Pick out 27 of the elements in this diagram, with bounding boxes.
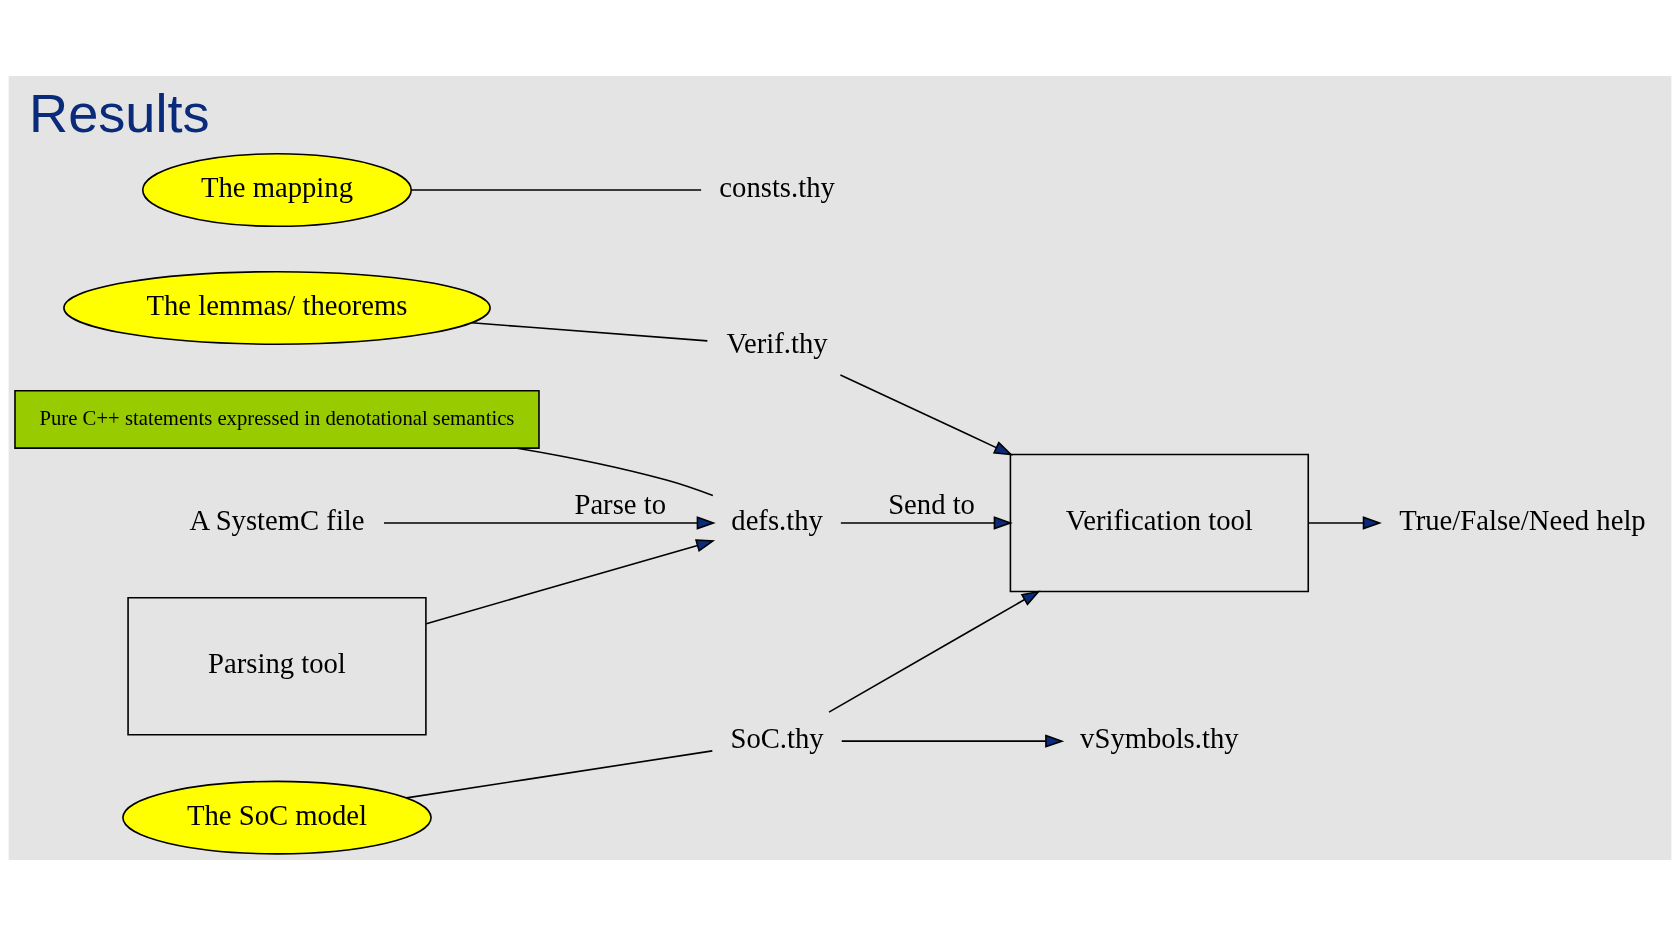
node-text: vSymbols.thy bbox=[1080, 721, 1239, 754]
arrow bbox=[840, 515, 1013, 530]
node-box: Parsing tool bbox=[127, 596, 427, 736]
arrow bbox=[425, 538, 716, 624]
arrow bbox=[839, 373, 1014, 455]
node-text: True/False/Need help bbox=[1399, 503, 1646, 536]
arrow bbox=[1307, 515, 1382, 530]
diagram-title: Results bbox=[29, 82, 210, 143]
node-ellipse: The mapping bbox=[141, 152, 413, 227]
node-text: defs.thy bbox=[731, 503, 823, 536]
node-ellipse: The SoC model bbox=[122, 780, 432, 855]
node-box: Pure C++ statements expressed in denotational semantics bbox=[14, 389, 540, 449]
node-text: consts.thy bbox=[719, 170, 835, 203]
connector bbox=[470, 321, 709, 342]
node-ellipse: The lemmas/ theorems bbox=[63, 270, 491, 345]
node-text: Verif.thy bbox=[726, 326, 828, 359]
connector bbox=[405, 749, 714, 799]
arrow bbox=[828, 589, 1041, 713]
connector bbox=[516, 446, 714, 496]
node-box: Verification tool bbox=[1009, 453, 1310, 592]
node-text: SoC.thy bbox=[730, 721, 824, 754]
arrow bbox=[383, 515, 716, 530]
arrow bbox=[840, 733, 1065, 748]
node-text: A SystemC file bbox=[189, 503, 365, 536]
edge-label: Send to bbox=[888, 487, 975, 520]
edge-label: Parse to bbox=[574, 487, 666, 520]
connector bbox=[410, 188, 702, 191]
